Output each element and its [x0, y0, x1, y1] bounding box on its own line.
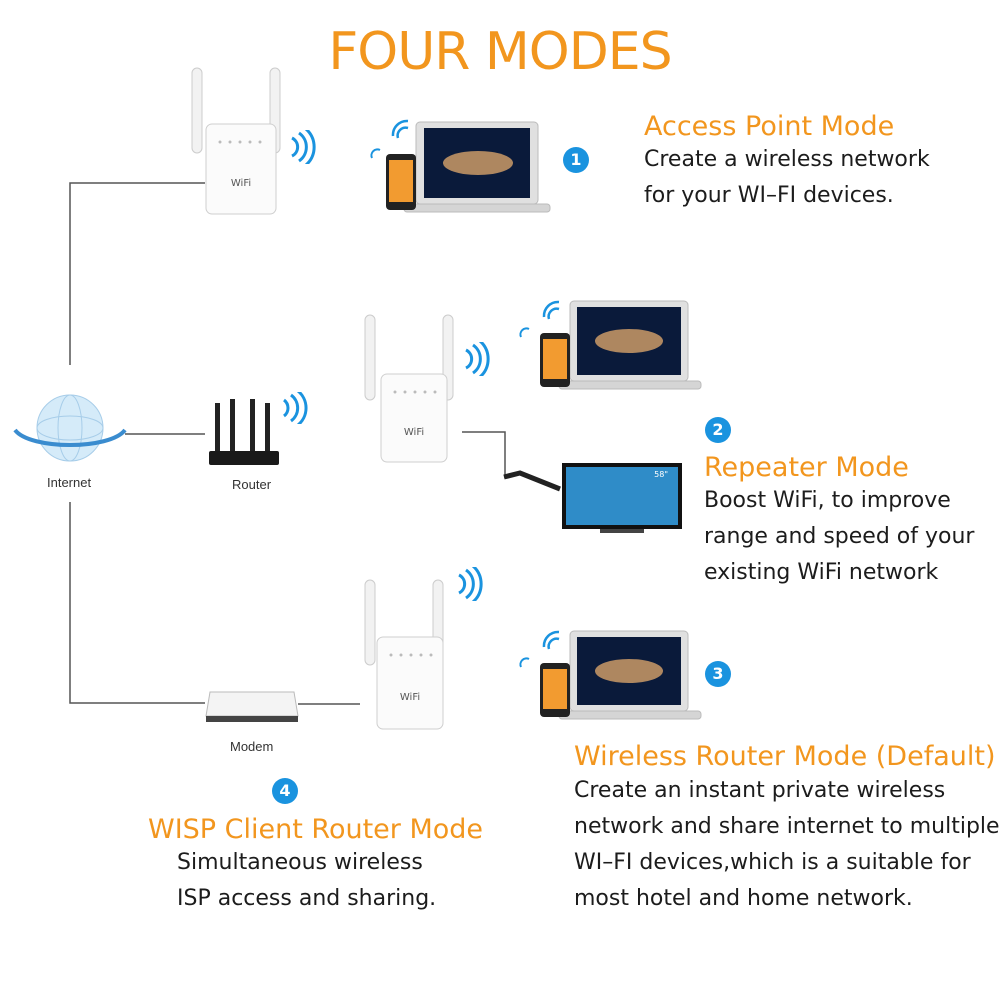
mode-4-title: WISP Client Router Mode: [148, 814, 484, 845]
laptop-phone-icon: [370, 119, 551, 213]
mode-2-line-1: Boost WiFi, to improve: [704, 488, 951, 513]
access-point-device: WiFi: [191, 67, 281, 215]
mode-1-line-1: Create a wireless network: [644, 147, 930, 172]
modem-device: [205, 691, 299, 722]
wifi-badge-text: WiFi: [400, 692, 420, 703]
router-label: Router: [232, 477, 272, 492]
mode-4-line-1: Simultaneous wireless: [177, 850, 423, 875]
mode-4-description: Simultaneous wireless ISP access and sha…: [177, 845, 436, 917]
line-repeater-to-tv: [462, 431, 506, 478]
repeater-device: WiFi: [364, 314, 454, 463]
mode-3-line-4: most hotel and home network.: [574, 886, 913, 911]
mode-3-description: Create an instant private wireless netwo…: [574, 773, 1000, 917]
mode-2-title: Repeater Mode: [704, 452, 909, 483]
mode-3-number-badge: 3: [705, 661, 731, 687]
wifi-signal-icon: [291, 130, 316, 164]
mode-4-number-badge: 4: [272, 778, 298, 804]
mode-3-title: Wireless Router Mode (Default): [574, 741, 996, 772]
line-internet-to-modem: [69, 502, 205, 704]
wifi-signal-icon: [465, 342, 490, 376]
mode-1-number-badge: 1: [563, 147, 589, 173]
laptop-phone-icon: [519, 300, 702, 390]
laptop-phone-icon: [519, 630, 702, 720]
mode-3-line-3: WI–FI devices,which is a suitable for: [574, 850, 971, 875]
wifi-badge-text: WiFi: [404, 427, 424, 438]
modem-label: Modem: [230, 739, 274, 754]
mode-4-line-2: ISP access and sharing.: [177, 886, 437, 911]
mode-1-description: Create a wireless network for your WI–FI…: [644, 142, 930, 214]
mode-1-line-2: for your WI–FI devices.: [644, 183, 894, 208]
mode-3-line-2: network and share internet to multiple: [574, 814, 1000, 839]
mode-2-description: Boost WiFi, to improve range and speed o…: [704, 483, 974, 591]
mode-1-title: Access Point Mode: [644, 111, 895, 142]
tv-size-label: 58": [654, 470, 668, 479]
wifi-badge-text: WiFi: [231, 178, 251, 189]
mode-2-line-2: range and speed of your: [704, 524, 975, 549]
tv-device: 58": [503, 463, 682, 533]
router-device: [209, 399, 279, 465]
internet-globe-icon: [13, 394, 127, 462]
page-title: FOUR MODES: [328, 22, 672, 82]
router-mode-device: WiFi: [364, 579, 444, 730]
mode-2-line-3: existing WiFi network: [704, 560, 939, 585]
mode-3-line-1: Create an instant private wireless: [574, 778, 946, 803]
internet-label: Internet: [47, 475, 92, 490]
wifi-signal-icon: [282, 392, 308, 424]
line-internet-to-ap: [69, 182, 205, 365]
mode-2-number-badge: 2: [705, 417, 731, 443]
wifi-signal-icon: [458, 567, 483, 601]
